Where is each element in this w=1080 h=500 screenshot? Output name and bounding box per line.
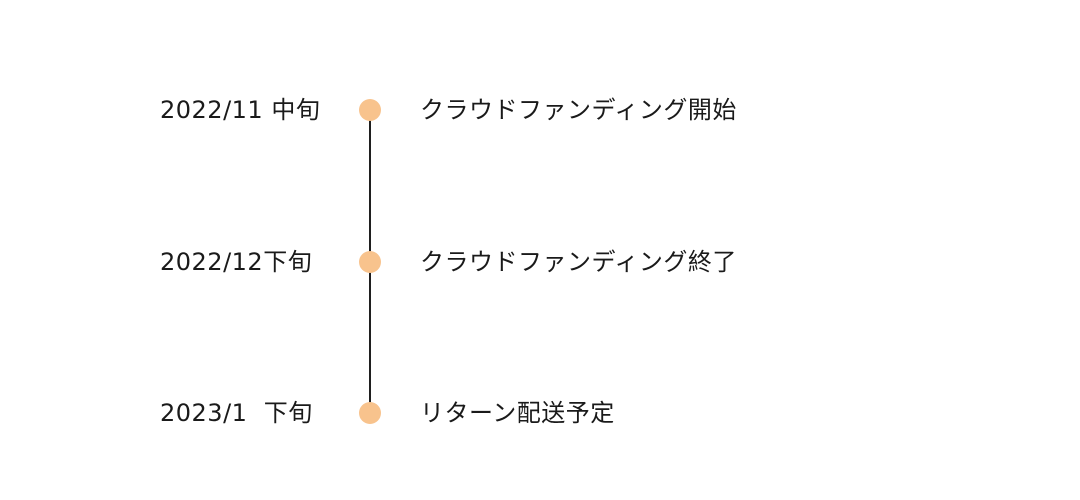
- timeline-item: 2022/12下旬 クラウドファンディング終了: [0, 246, 1080, 278]
- timeline-item: 2023/1 下旬 リターン配送予定: [0, 397, 1080, 429]
- timeline-item: 2022/11 中旬 クラウドファンディング開始: [0, 94, 1080, 126]
- timeline-event-label: クラウドファンディング開始: [420, 96, 737, 124]
- timeline-date: 2023/1 下旬: [160, 399, 313, 427]
- timeline-date: 2022/11 中旬: [160, 96, 321, 124]
- timeline-milestone-dot: [359, 99, 381, 121]
- timeline-event-label: リターン配送予定: [420, 399, 615, 427]
- timeline-milestone-dot: [359, 251, 381, 273]
- timeline-milestone-dot: [359, 402, 381, 424]
- timeline-date: 2022/12下旬: [160, 248, 313, 276]
- timeline-event-label: クラウドファンディング終了: [420, 248, 737, 276]
